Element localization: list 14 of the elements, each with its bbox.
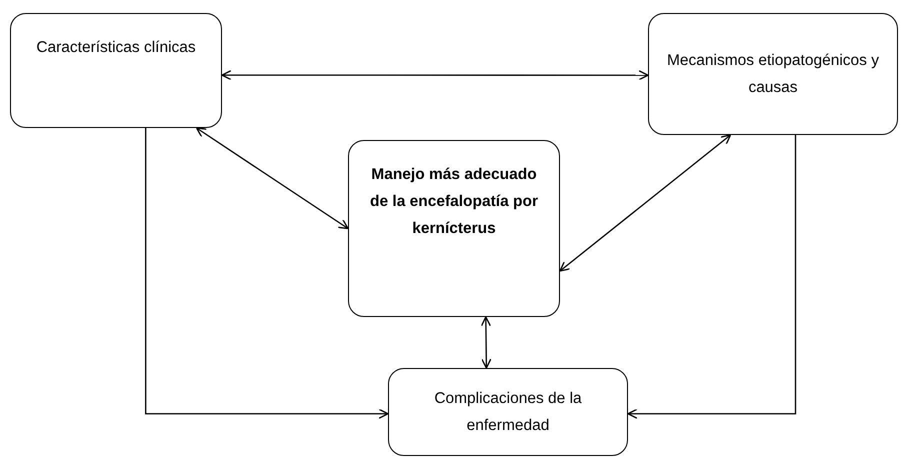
arrow: [559, 134, 732, 272]
box-label: Características clínicas: [36, 38, 196, 58]
box-label: Manejo más adecuado de la encefalopatía por kernícterus: [369, 165, 539, 239]
arrow: [196, 127, 349, 230]
process-box: [10, 13, 222, 128]
arrow: [480, 316, 492, 369]
arrow: [145, 128, 389, 419]
box-label: Mecanismos etiopatogénicos y causas: [667, 51, 879, 98]
process-box: [388, 368, 628, 456]
box-label: Complicaciones de la enfermedad: [433, 389, 583, 436]
process-box: [348, 140, 560, 317]
arrow: [627, 135, 796, 419]
process-box: [648, 13, 898, 135]
arrow: [221, 70, 649, 80]
